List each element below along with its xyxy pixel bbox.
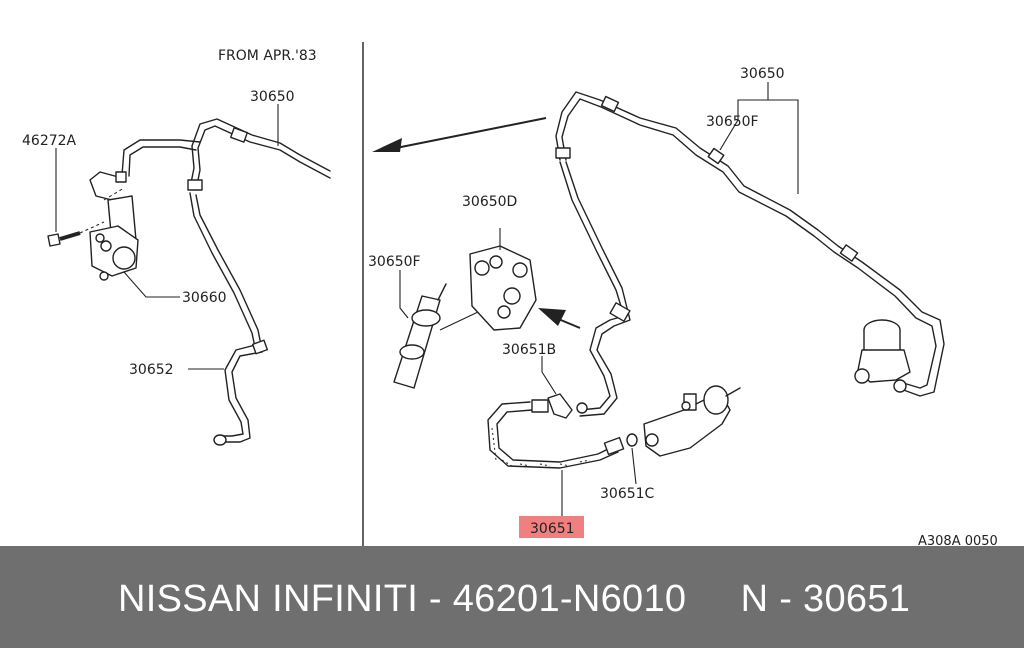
label-30651-highlighted: 30651 — [530, 521, 575, 537]
clip-30650f-left — [393, 270, 479, 389]
clip-30651b — [541, 356, 588, 419]
label-30660: 30660 — [182, 290, 227, 306]
label-30650f-upper: 30650F — [706, 114, 759, 130]
hose-30651 — [487, 399, 625, 516]
label-30650f-left: 30650F — [368, 254, 421, 270]
direction-arrow-left — [372, 117, 547, 152]
left-panel: FROM APR.'83 30650 46272A 30660 30652 — [22, 48, 331, 446]
label-30651c: 30651C — [600, 486, 655, 502]
clamp-30650d — [469, 228, 537, 331]
bracket-30660 — [89, 195, 139, 281]
right-panel: 30650 30650F 30650D 30650F 30651B 30651C… — [368, 66, 945, 538]
slave-cylinder — [643, 385, 741, 457]
figure-code: A308A 0050 — [918, 534, 998, 546]
parts-diagram: FROM APR.'83 30650 46272A 30660 30652 — [22, 42, 998, 546]
label-30651b: 30651B — [502, 342, 556, 358]
washer-30651c — [626, 433, 638, 485]
footer-banner: NISSAN INFINITI - 46201-N6010 N - 30651 — [0, 546, 1024, 648]
label-30650-right: 30650 — [740, 66, 785, 82]
label-46272a: 46272A — [22, 133, 77, 149]
highlight-box — [519, 516, 584, 538]
direction-arrow-clamp — [538, 308, 581, 329]
footer-title: NISSAN INFINITI - 46201-N6010 N - 30651 — [118, 578, 911, 620]
label-30650d: 30650D — [462, 194, 517, 210]
label-30650-left: 30650 — [250, 89, 295, 105]
master-cylinder-upper — [854, 319, 911, 393]
left-panel-note: FROM APR.'83 — [218, 48, 317, 64]
bolt-46272a — [47, 187, 125, 247]
label-30652: 30652 — [129, 362, 174, 378]
